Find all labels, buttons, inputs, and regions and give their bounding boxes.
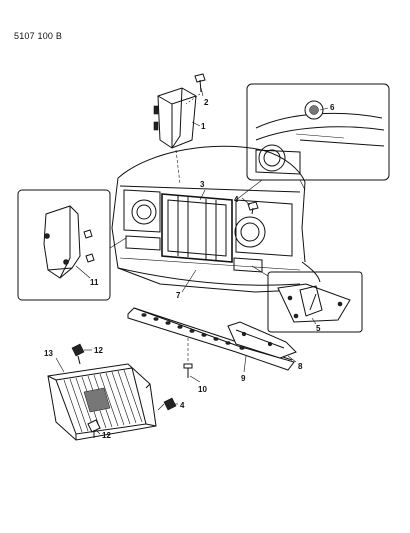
callout-9: 9 [241, 374, 246, 383]
callout-4-lower: 4 [180, 401, 185, 410]
detail-inset-left [17, 189, 127, 301]
callout-leaders [55, 87, 329, 435]
callout-labels: 1 2 3 4 4 5 6 7 8 9 10 11 12 12 13 [44, 98, 335, 440]
part-2-screw [185, 73, 206, 105]
callout-1: 1 [201, 122, 206, 131]
part-4-screw-lower [157, 397, 177, 411]
callout-3: 3 [200, 180, 205, 189]
detail-inset-right [251, 265, 363, 333]
callout-4-upper: 4 [234, 195, 239, 204]
part-12-clip-upper [71, 343, 85, 365]
vehicle-front-end [111, 145, 321, 293]
callout-12-lower: 12 [102, 431, 111, 440]
callout-8: 8 [298, 362, 303, 371]
part-1-bracket [153, 87, 197, 185]
bar-holes [141, 313, 245, 350]
callout-5: 5 [316, 324, 321, 333]
part-12-clip-lower [87, 419, 101, 438]
callout-11: 11 [90, 278, 99, 287]
document-code: 5107 100 B [14, 31, 63, 41]
part-8-bracket [227, 321, 297, 359]
part-7-leader [181, 269, 197, 293]
detail-inset-top-right [235, 83, 390, 201]
part-13-grille [47, 363, 157, 441]
callout-7: 7 [176, 291, 181, 300]
callout-10: 10 [198, 385, 207, 394]
part-10-bolt [183, 338, 193, 378]
callout-2: 2 [204, 98, 209, 107]
part-4-nut-upper [247, 201, 259, 215]
callout-12-upper: 12 [94, 346, 103, 355]
callout-6: 6 [330, 103, 335, 112]
callout-13: 13 [44, 349, 53, 358]
